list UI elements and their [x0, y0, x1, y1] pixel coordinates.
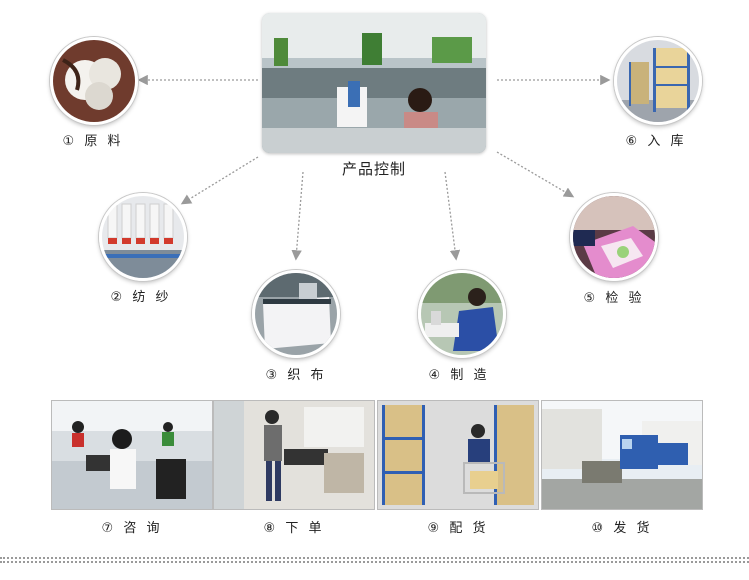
bottom-divider-line [0, 557, 749, 559]
product-control-title: 产品控制 [341, 160, 406, 178]
consultation-photo [51, 400, 213, 510]
warehouse-photo [614, 37, 702, 125]
inspecting-fabric-icon [573, 196, 655, 278]
bottom-divider-line-2 [0, 561, 749, 563]
order-photo [213, 400, 375, 510]
office-scene-icon [262, 13, 486, 153]
step-picking-label: ⑨ 配 货 [427, 521, 489, 536]
step-warehouse-label: ⑥ 入 库 [625, 134, 687, 149]
picking-cart-icon [378, 401, 538, 509]
office-printer-icon [214, 401, 374, 509]
weaving-photo [252, 270, 340, 358]
step-consultation-label: ⑦ 咨 询 [101, 521, 163, 536]
arrow-to-inspection [496, 151, 575, 198]
step-weaving-label: ③ 织 布 [265, 368, 327, 383]
picking-photo [377, 400, 539, 510]
delivery-trucks-icon [542, 401, 702, 509]
arrow-to-weaving [291, 171, 304, 261]
step-shipping-label: ⑩ 发 货 [591, 521, 653, 536]
step-order-label: ⑧ 下 单 [263, 521, 325, 536]
inspection-photo [570, 193, 658, 281]
weaving-machine-icon [255, 273, 337, 355]
spinning-photo [99, 193, 187, 281]
step-spinning-label: ② 纺 纱 [110, 290, 172, 305]
sewing-worker-icon [421, 273, 503, 355]
arrow-to-manufacturing [444, 171, 461, 261]
arrow-to-spinning [180, 156, 259, 205]
product-control-photo [262, 13, 486, 153]
step-manufacturing-label: ④ 制 造 [428, 368, 490, 383]
manufacturing-photo [418, 270, 506, 358]
spinning-bobbins-icon [102, 196, 184, 278]
shipping-photo [541, 400, 703, 510]
raw-material-photo [50, 37, 138, 125]
step-inspection-label: ⑤ 检 验 [583, 291, 645, 306]
step-raw-material-label: ① 原 料 [62, 134, 124, 149]
cotton-boll-icon [53, 40, 135, 122]
warehouse-shelves-icon [617, 40, 699, 122]
call-center-icon [52, 401, 212, 509]
